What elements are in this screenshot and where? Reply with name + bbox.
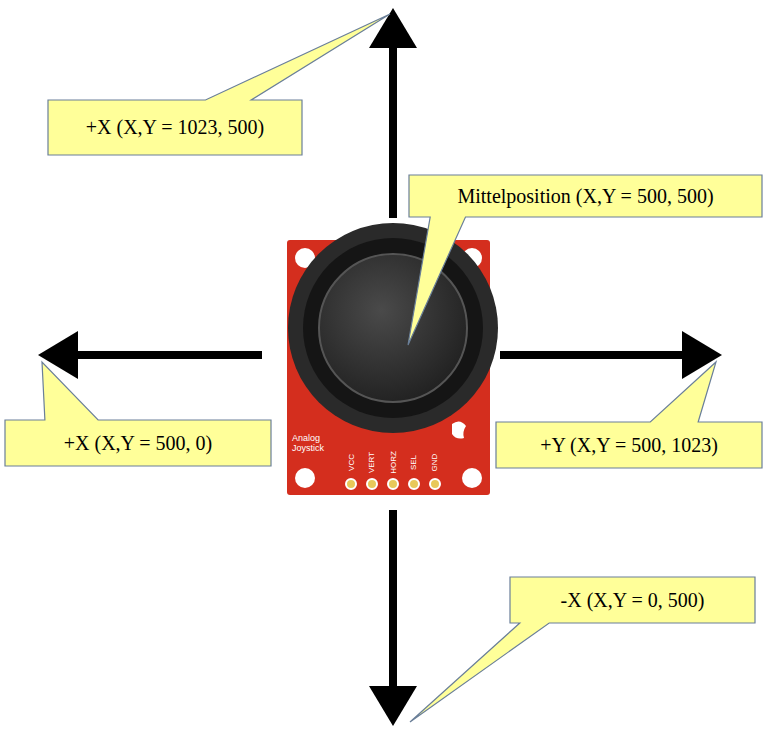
arrow-head [682, 331, 722, 379]
arrow-shaft [500, 351, 688, 359]
arrow-head [369, 686, 417, 726]
header-pin [430, 479, 440, 489]
arrow-shaft [74, 351, 262, 359]
callout-text: -X (X,Y = 0, 500) [561, 589, 705, 612]
pin-label: SEL [410, 454, 419, 469]
callout-text: +X (X,Y = 1023, 500) [86, 116, 264, 139]
callout-text: +X (X,Y = 500, 0) [64, 432, 212, 455]
callout-shape [48, 14, 390, 155]
board-name: Analog Joystick [292, 434, 352, 454]
joystick-knob [319, 254, 467, 402]
callout-text: Mittelposition (X,Y = 500, 500) [457, 185, 713, 208]
arrow-shaft [389, 44, 397, 218]
header-pin [409, 479, 419, 489]
header-pin [388, 479, 398, 489]
pin-label: VERT [367, 451, 376, 472]
callout-shape [410, 577, 755, 722]
header-pin [367, 479, 377, 489]
callout-bubble: -X (X,Y = 0, 500) [510, 577, 755, 623]
callout-shape [496, 362, 762, 468]
arrow-head [369, 8, 417, 48]
callout-shape [408, 175, 762, 345]
pin-label: VCC [346, 454, 355, 471]
callout-bubble: Mittelposition (X,Y = 500, 500) [409, 175, 762, 217]
pin-label: HORZ [388, 451, 397, 474]
arrow-shaft [389, 510, 397, 692]
callout-bubble: +Y (X,Y = 500, 1023) [496, 422, 762, 468]
mounting-hole [462, 468, 482, 488]
mounting-hole [295, 468, 315, 488]
callout-text: +Y (X,Y = 500, 1023) [540, 434, 718, 457]
pin-label: GND [431, 453, 440, 471]
callout-shape [5, 362, 271, 466]
callout-bubble: +X (X,Y = 500, 0) [5, 420, 271, 466]
logo [452, 421, 466, 438]
header-pin [346, 479, 356, 489]
joystick-base [288, 223, 498, 433]
joystick-ring [303, 238, 483, 418]
callout-bubble: +X (X,Y = 1023, 500) [48, 100, 302, 155]
